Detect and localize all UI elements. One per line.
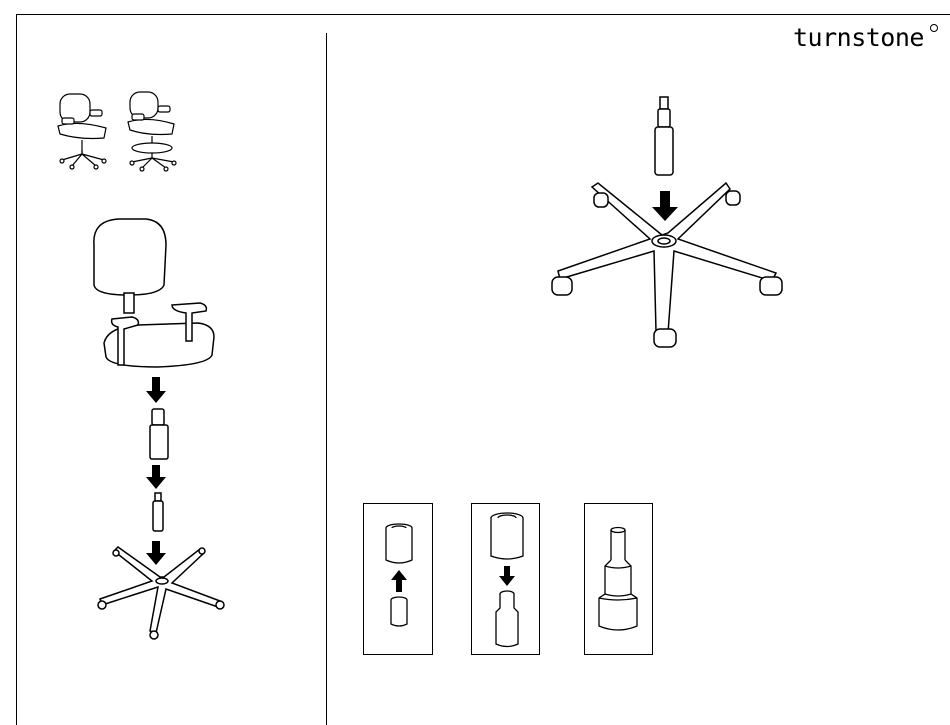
- brand-logo: turnstone: [793, 22, 924, 54]
- down-arrow-icon: [652, 191, 678, 221]
- left-border: [16, 14, 17, 725]
- detail-panel-cover-down: [471, 503, 540, 655]
- exploded-assembly-illustration: [88, 215, 238, 650]
- detail-panel-cover-up: [363, 503, 433, 655]
- cylinder-cover: [491, 513, 523, 559]
- backrest: [94, 219, 166, 313]
- gas-cylinder: [153, 493, 163, 531]
- cylinder-sleeve: [496, 591, 518, 647]
- down-arrow-icon: [499, 566, 515, 586]
- cylinder-sleeve: [391, 597, 407, 626]
- desk-chair-icon: [58, 94, 106, 169]
- top-rule: [16, 14, 950, 15]
- down-arrow-icon: [146, 541, 166, 565]
- up-arrow-icon: [391, 570, 407, 592]
- stool-chair-icon: [128, 92, 176, 171]
- gas-cylinder: [655, 97, 673, 175]
- assembled-cylinder: [599, 528, 637, 631]
- down-arrow-icon: [146, 377, 166, 403]
- chair-variants-illustration: [52, 88, 187, 173]
- chair-base: [98, 547, 224, 639]
- seat: [104, 303, 214, 367]
- detail-panel-cover-installed: [584, 503, 653, 655]
- column-divider: [326, 33, 327, 725]
- base-cylinder-illustration: [550, 95, 785, 355]
- cylinder-cover: [150, 409, 168, 459]
- registered-mark-icon: [930, 24, 938, 32]
- cylinder-cover: [386, 524, 412, 563]
- down-arrow-icon: [146, 465, 166, 489]
